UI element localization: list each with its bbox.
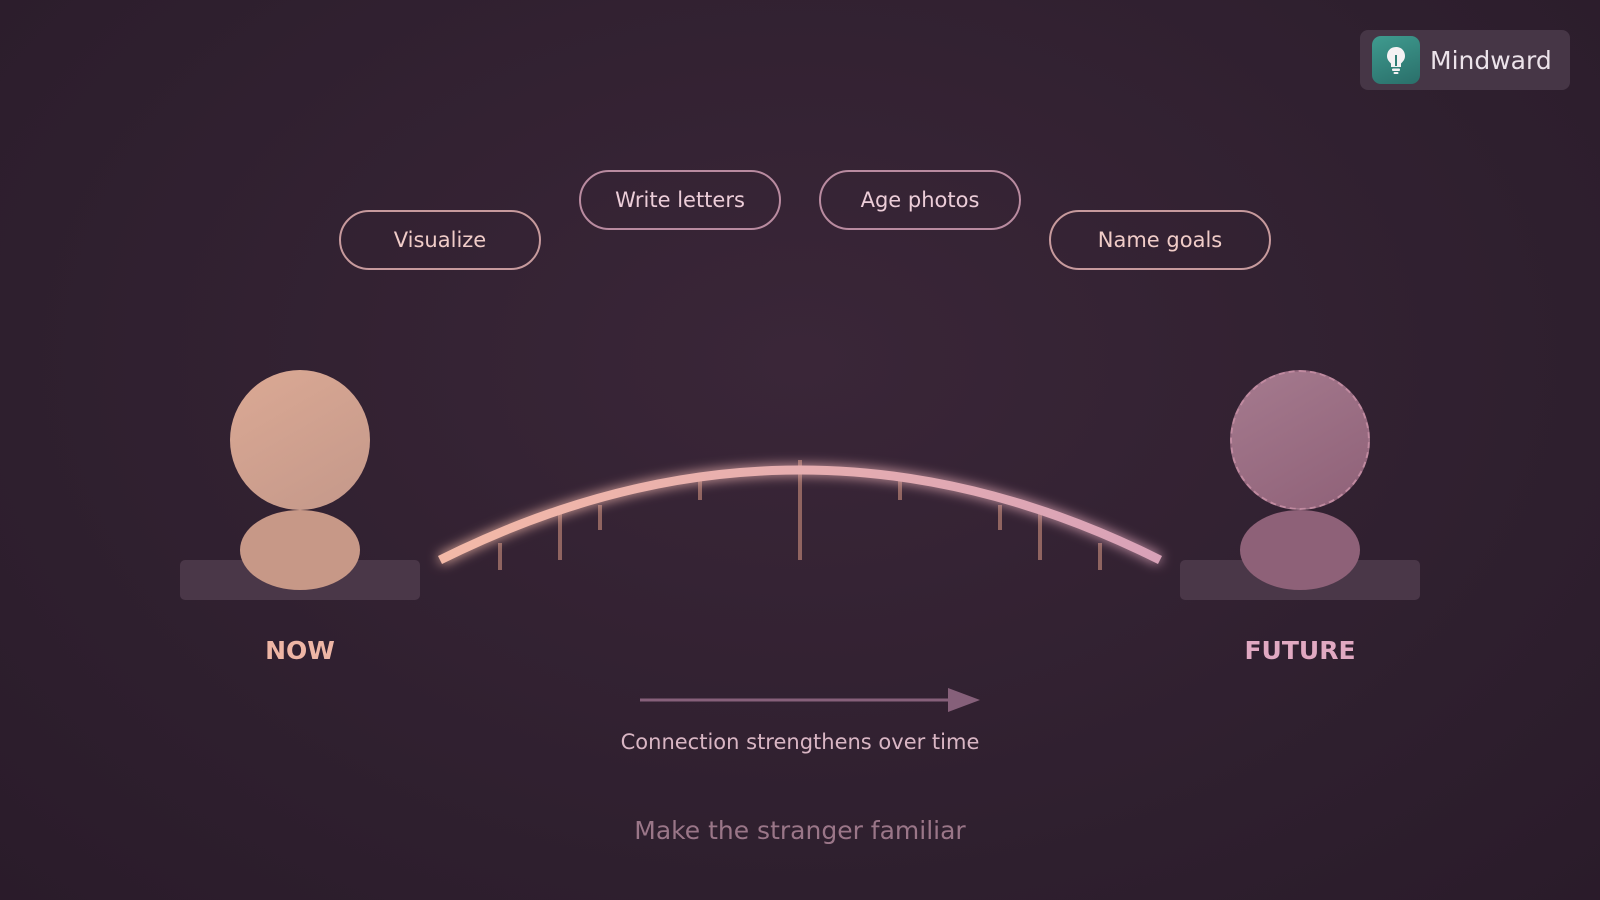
tagline: Make the stranger familiar <box>634 816 966 845</box>
brand-name: Mindward <box>1430 45 1552 75</box>
practice-name-goals[interactable]: Name goals <box>1049 210 1271 270</box>
practice-visualize[interactable]: Visualize <box>339 210 541 270</box>
bridge-supports <box>498 460 1102 570</box>
future-label: FUTURE <box>1244 636 1356 665</box>
timeline-arrow <box>640 688 980 712</box>
practice-age-photos[interactable]: Age photos <box>819 170 1021 230</box>
future-head <box>1230 370 1370 510</box>
bridge-arc <box>437 465 1163 565</box>
future-body <box>1240 510 1360 590</box>
now-body <box>240 510 360 590</box>
now-label: NOW <box>265 636 335 665</box>
brand-badge[interactable]: Mindward <box>1360 30 1570 90</box>
lightbulb-icon <box>1372 36 1420 84</box>
timeline-caption: Connection strengthens over time <box>620 730 980 754</box>
now-head <box>230 370 370 510</box>
practice-write-letters[interactable]: Write letters <box>579 170 781 230</box>
